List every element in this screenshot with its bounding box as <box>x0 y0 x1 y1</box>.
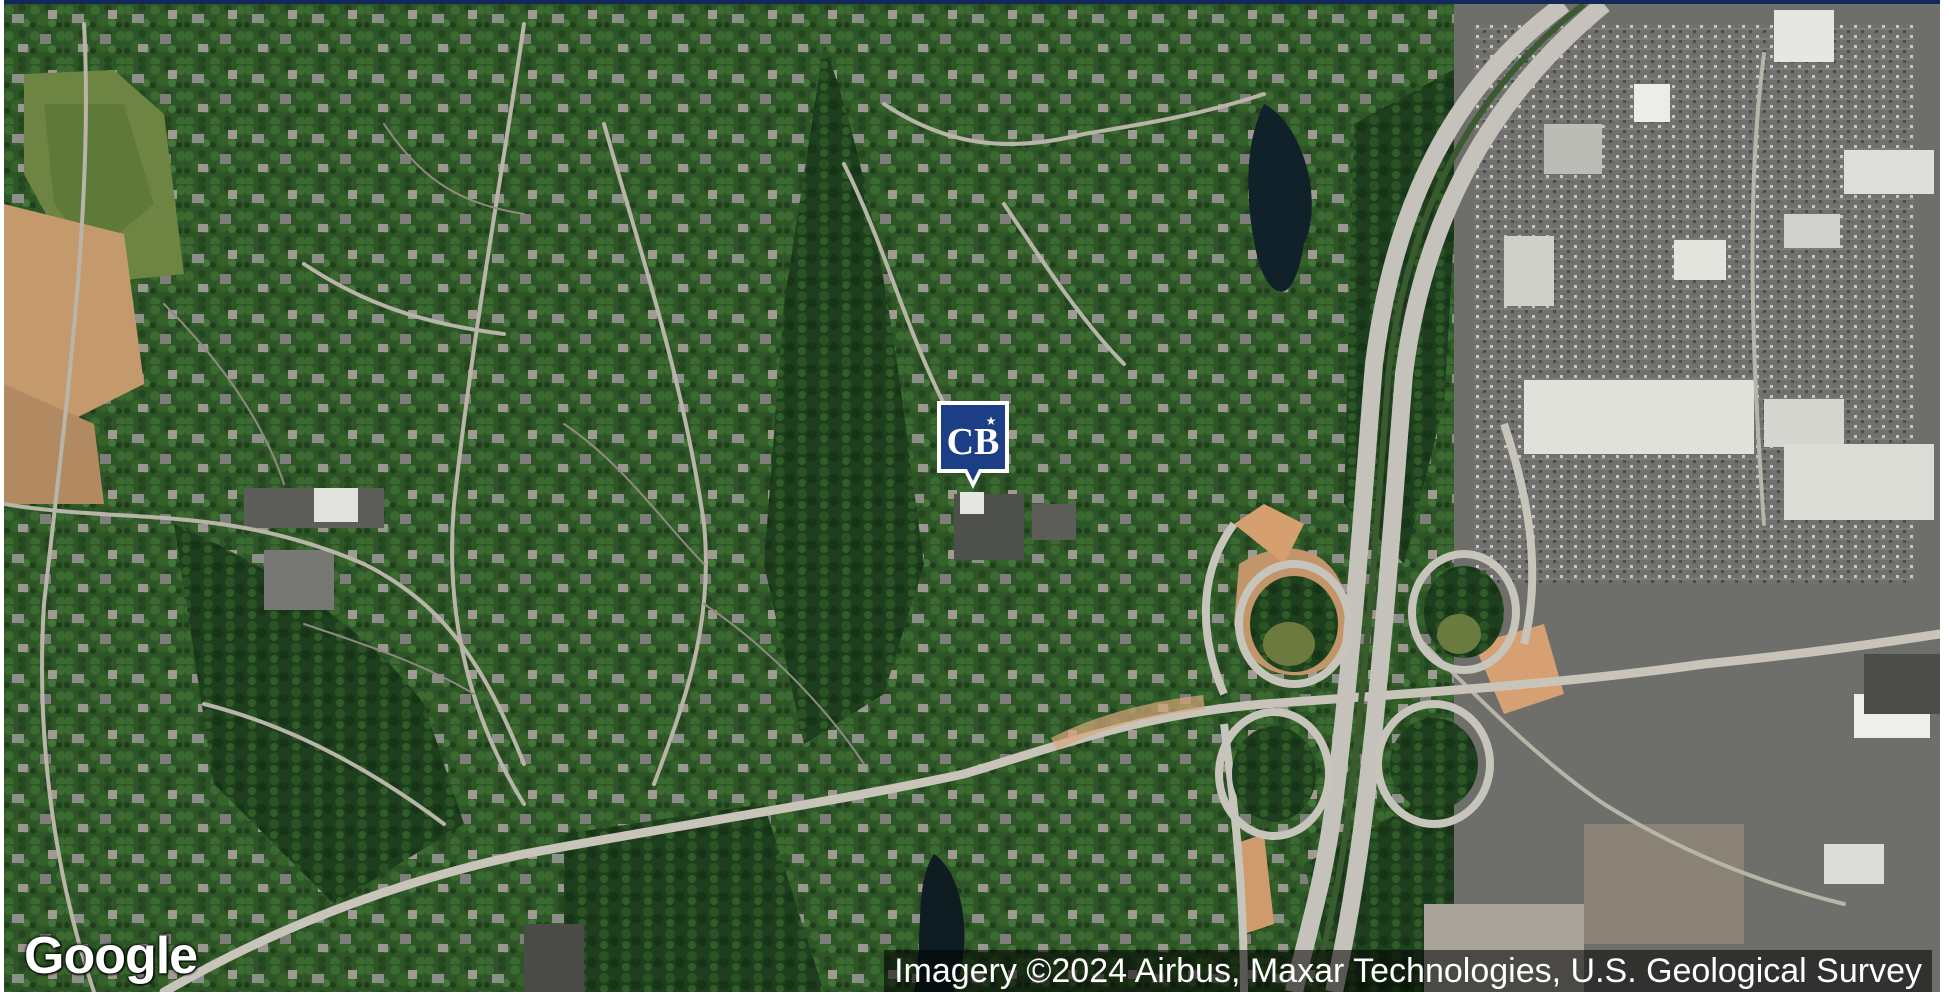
top-border <box>0 0 1948 4</box>
coldwell-banker-location-marker[interactable]: CB ★ <box>935 399 1011 495</box>
left-border <box>0 0 4 993</box>
aerial-imagery[interactable] <box>4 4 1940 992</box>
satellite-map[interactable]: Google Imagery ©2024 Airbus, Maxar Techn… <box>4 4 1940 992</box>
imagery-attribution: Imagery ©2024 Airbus, Maxar Technologies… <box>884 950 1932 992</box>
right-border <box>1940 0 1948 993</box>
marker-logo-text: CB <box>947 421 1000 463</box>
google-logo: Google <box>24 927 198 985</box>
coldwell-banker-logo-icon: CB ★ <box>937 401 1009 489</box>
star-icon: ★ <box>986 414 997 428</box>
